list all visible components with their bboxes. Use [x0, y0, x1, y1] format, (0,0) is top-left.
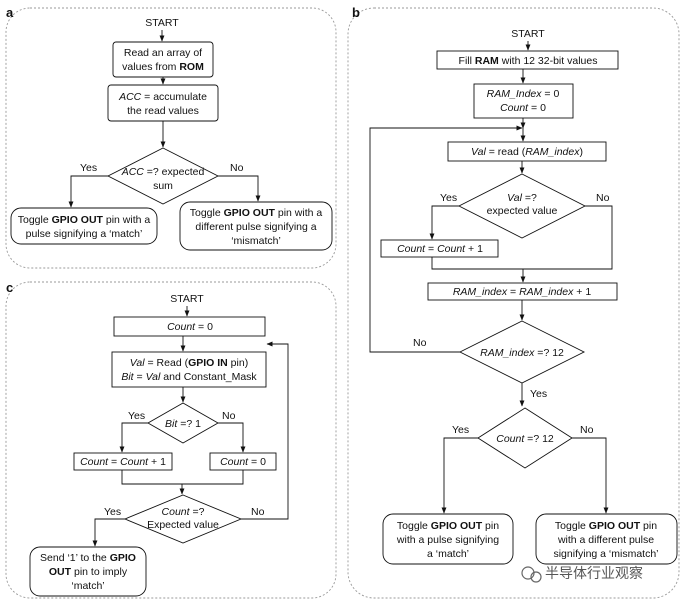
panel-b-no1: No — [596, 192, 610, 204]
panel-b-init-box — [473, 83, 574, 119]
panel-a-match-line1: Toggle GPIO OUT pin with a — [18, 214, 151, 226]
panel-a-mismatch-line2: different pulse signifying a — [195, 221, 316, 233]
watermark: 半导体行业观察 — [521, 565, 643, 583]
panel-c-no2: No — [251, 506, 265, 518]
panel-b-fill-ram: Fill RAM with 12 32-bit values — [459, 55, 598, 67]
panel-b-frame — [347, 7, 680, 599]
panel-c-decision1 — [147, 402, 219, 444]
panel-c-decision1-text: Bit =? 1 — [165, 418, 201, 430]
panel-c-read-line2: Bit = Val and Constant_Mask — [121, 371, 257, 383]
panel-c-yes2: Yes — [104, 506, 121, 518]
panel-c-label: c — [6, 280, 13, 295]
panel-b-match-line3: a ‘match’ — [427, 548, 469, 560]
panel-b-count-inc-box — [380, 239, 499, 258]
panel-a-no: No — [230, 162, 244, 174]
panel-a-acc-line2: the read values — [127, 105, 199, 117]
panel-c-decision2-line2: Expected value — [147, 519, 219, 531]
panel-b-decision1-line2: expected value — [487, 205, 558, 217]
panel-c-count-inc: Count = Count + 1 — [80, 456, 166, 468]
panel-c-send-line1: Send ‘1’ to the GPIO — [40, 552, 136, 564]
panel-a-match-box — [10, 207, 158, 245]
panel-b-index-inc: RAM_index = RAM_index + 1 — [453, 286, 591, 298]
panel-a-mismatch-line3: ‘mismatch’ — [231, 235, 281, 247]
panel-a-decision-line2: sum — [153, 180, 173, 192]
panel-b-mismatch-line1: Toggle GPIO OUT pin — [555, 520, 657, 532]
panel-b-yes3: Yes — [452, 424, 469, 436]
panel-a-mismatch-box — [179, 201, 333, 251]
panel-c: c START Count = 0 Val = Read (GPIO IN pi… — [5, 280, 337, 599]
panel-b-no-loop: No — [413, 337, 427, 349]
panel-b-mismatch-box — [535, 513, 678, 565]
panel-a: a START Read an array of values from ROM… — [5, 5, 337, 269]
panel-c-send-line2: OUT pin to imply — [49, 566, 128, 578]
panel-a-read-rom-line2: values from ROM — [122, 61, 204, 73]
panel-b-init-line2: Count = 0 — [500, 102, 546, 114]
panel-b-decision3 — [477, 407, 573, 469]
panel-c-send-line3: ‘match’ — [71, 580, 104, 592]
panel-c-init-box — [113, 316, 266, 337]
panel-b-mismatch-line3: signifying a ‘mismatch’ — [553, 548, 658, 560]
panel-b-yes1: Yes — [440, 192, 457, 204]
panel-c-no1: No — [222, 410, 236, 422]
panel-b-mismatch-line2: with a different pulse — [557, 534, 654, 546]
panel-c-start: START — [170, 293, 204, 305]
panel-b-decision3-text: Count =? 12 — [496, 433, 554, 445]
panel-a-yes: Yes — [80, 162, 97, 174]
panel-b-yes2: Yes — [530, 388, 547, 400]
panel-c-yes1: Yes — [128, 410, 145, 422]
panel-c-decision2-line1: Count =? — [162, 506, 205, 518]
panel-b-count-inc: Count = Count + 1 — [397, 243, 483, 255]
panel-c-decision2 — [123, 494, 243, 544]
panel-c-count-inc-box — [73, 452, 173, 471]
panel-a-frame — [5, 7, 337, 269]
panel-b-init-line1: RAM_Index = 0 — [487, 88, 560, 100]
panel-b: b START Fill RAM with 12 32-bit values R… — [347, 5, 680, 599]
panel-b-decision2-text: RAM_index =? 12 — [480, 347, 564, 359]
watermark-text: 半导体行业观察 — [545, 565, 643, 582]
panel-c-read-line1: Val = Read (GPIO IN pin) — [130, 357, 248, 369]
panel-a-start: START — [145, 17, 179, 29]
panel-c-init: Count = 0 — [167, 321, 213, 333]
panel-b-no3: No — [580, 424, 594, 436]
panel-c-read-box — [111, 351, 267, 388]
panel-b-fill-ram-box — [436, 50, 619, 70]
panel-b-read: Val = read (RAM_index) — [471, 146, 583, 158]
panel-b-read-box — [447, 141, 607, 162]
panel-a-match-line2: pulse signifying a ‘match’ — [26, 228, 143, 240]
panel-b-decision1-line1: Val =? — [507, 192, 537, 204]
panel-c-count-zero: Count = 0 — [220, 456, 266, 468]
panel-b-index-inc-box — [427, 282, 618, 301]
panel-b-match-box — [382, 513, 514, 565]
panel-b-decision1 — [458, 173, 586, 239]
panel-b-match-line2: with a pulse signifying — [396, 534, 499, 546]
panel-a-mismatch-line1: Toggle GPIO OUT pin with a — [190, 207, 323, 219]
panel-c-send-box — [29, 546, 147, 597]
panel-b-label: b — [352, 5, 360, 20]
panel-a-decision-line1: ACC =? expected — [121, 166, 205, 178]
panel-a-label: a — [6, 5, 14, 20]
panel-c-frame — [5, 281, 337, 599]
panel-a-read-rom-line1: Read an array of — [124, 47, 202, 59]
panel-b-match-line1: Toggle GPIO OUT pin — [397, 520, 499, 532]
panel-a-decision — [107, 147, 219, 205]
panel-a-acc-line1: ACC = accumulate — [118, 91, 207, 103]
panel-b-start: START — [511, 28, 545, 40]
